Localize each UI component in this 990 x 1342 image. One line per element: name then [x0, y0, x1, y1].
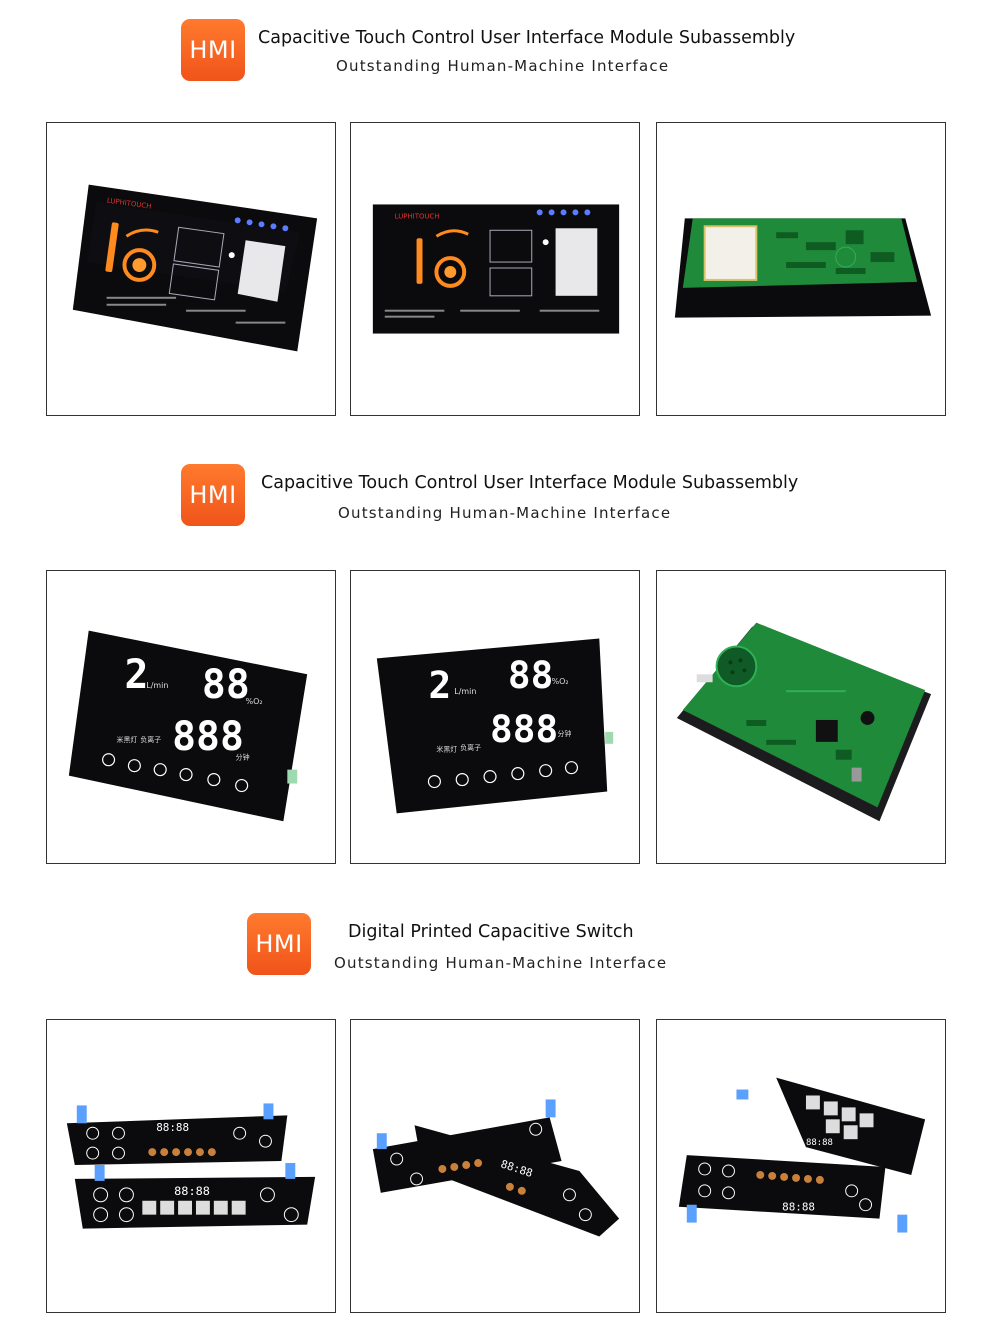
hmi-badge: HMI	[247, 913, 311, 975]
overlapping-switch-strips-photo: 88:88	[372, 1099, 620, 1237]
product-photo-frame	[656, 122, 946, 416]
digit-flow: 2	[124, 652, 148, 698]
label-ion: 负离子	[140, 735, 161, 744]
glass-display-panel-angled-photo: 2 L/min 88 %O₂ 888 分钟 米黑灯 负离子	[68, 630, 308, 822]
unit-percent: %O₂	[552, 677, 569, 686]
section-subtitle: Outstanding Human-Machine Interface	[334, 954, 668, 972]
strip-digits: 88:88	[156, 1121, 189, 1134]
strip-digits: 88:88	[174, 1184, 210, 1198]
section-subtitle: Outstanding Human-Machine Interface	[336, 57, 670, 75]
brand-text: LUPHITOUCH	[395, 212, 440, 220]
label-ion: 负离子	[460, 743, 481, 752]
green-pcb-back-photo	[674, 218, 932, 318]
glass-display-panel-front-photo: 2 L/min 88 %O₂ 888 分钟 米黑灯 负离子	[376, 638, 614, 814]
product-photo-frame: 88:88	[350, 1019, 640, 1313]
digit-time: 888	[490, 707, 558, 751]
product-photo-frame: 2 L/min 88 %O₂ 888 分钟 米黑灯 负离子	[46, 570, 336, 864]
section-subtitle: Outstanding Human-Machine Interface	[338, 504, 672, 522]
product-photo-frame: LUPHITOUCH	[350, 122, 640, 416]
black-panel-with-led-ring-photo: LUPHITOUCH	[72, 184, 318, 352]
unit-time: 分钟	[558, 729, 572, 738]
digit-time: 888	[172, 714, 244, 760]
flexible-switch-strips-photo: 88:88 88:88	[66, 1103, 316, 1229]
digit-flow: 2	[428, 663, 451, 707]
section-title: Capacitive Touch Control User Interface …	[261, 473, 799, 493]
hmi-badge: HMI	[181, 19, 245, 81]
unit-time: 分钟	[236, 753, 250, 762]
hmi-badge: HMI	[181, 464, 245, 526]
product-photo-frame	[656, 570, 946, 864]
digit-percent: 88	[508, 653, 553, 697]
black-panel-front-photo: LUPHITOUCH	[372, 204, 620, 334]
digit-percent: 88	[202, 662, 250, 708]
label-lamp: 米黑灯	[117, 735, 138, 744]
label-lamp: 米黑灯	[436, 745, 457, 754]
green-pcb-assembly-photo	[676, 622, 932, 822]
section-title: Digital Printed Capacitive Switch	[348, 922, 634, 942]
unit-percent: %O₂	[246, 697, 263, 706]
unit-flow: L/min	[146, 681, 168, 690]
strip-digits: 88:88	[782, 1201, 815, 1214]
product-photo-frame: 2 L/min 88 %O₂ 888 分钟 米黑灯 负离子	[350, 570, 640, 864]
section-title: Capacitive Touch Control User Interface …	[258, 28, 796, 48]
strip-digits: 88:88	[806, 1138, 833, 1148]
stacked-switch-strips-photo: 88:88 88:88	[678, 1077, 926, 1233]
product-photo-frame: LUPHITOUCH	[46, 122, 336, 416]
product-photo-frame: 88:88 88:88	[46, 1019, 336, 1313]
unit-flow: L/min	[454, 687, 476, 696]
product-photo-frame: 88:88 88:88	[656, 1019, 946, 1313]
